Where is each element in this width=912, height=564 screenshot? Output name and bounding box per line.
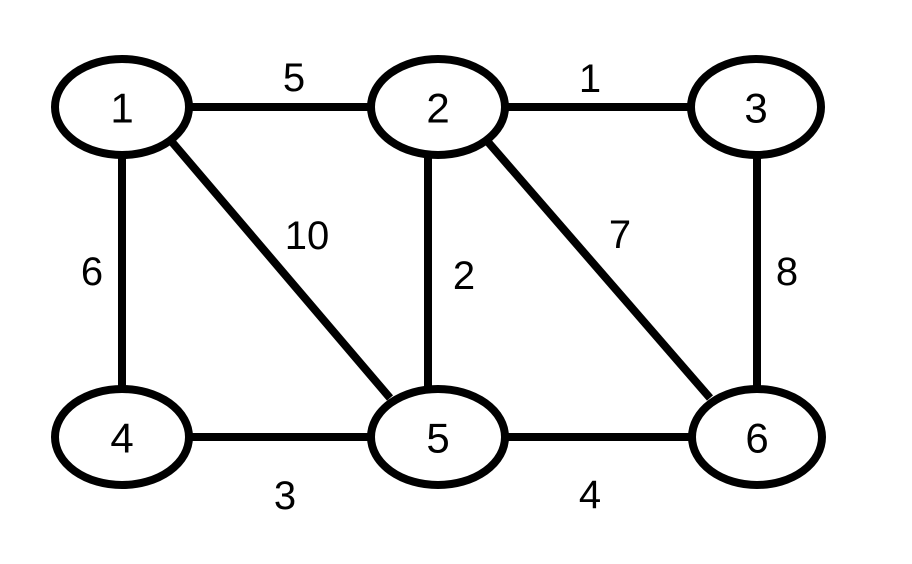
graph-node-1[interactable]: 1 xyxy=(51,55,193,159)
node-ellipse-3[interactable] xyxy=(687,55,825,159)
edge-weight-5-6: 4 xyxy=(579,473,601,517)
edge-weight-1-4: 6 xyxy=(81,250,103,294)
edge-weight-2-3: 1 xyxy=(579,57,601,101)
graph-node-6[interactable]: 6 xyxy=(688,385,826,489)
node-label-4: 4 xyxy=(110,415,133,462)
node-ellipse-5[interactable] xyxy=(367,385,509,489)
node-ellipse-6[interactable] xyxy=(688,385,826,489)
edge-weight-1-2: 5 xyxy=(283,56,305,100)
graph-node-5[interactable]: 5 xyxy=(367,385,509,489)
node-label-6: 6 xyxy=(745,415,768,462)
node-label-3: 3 xyxy=(744,85,767,132)
graph-node-2[interactable]: 2 xyxy=(367,55,509,159)
nodes-layer: 1 2 3 4 5 6 xyxy=(51,55,826,489)
edge-weight-3-6: 8 xyxy=(776,250,798,294)
edge-weight-1-5: 10 xyxy=(285,214,330,258)
node-ellipse-4[interactable] xyxy=(51,385,193,489)
node-label-1: 1 xyxy=(110,85,133,132)
graph-node-3[interactable]: 3 xyxy=(687,55,825,159)
graph-edge-1-5 xyxy=(168,139,394,401)
graph-edge-2-6 xyxy=(484,139,714,401)
node-ellipse-1[interactable] xyxy=(51,55,193,159)
graph-node-4[interactable]: 4 xyxy=(51,385,193,489)
node-label-5: 5 xyxy=(426,415,449,462)
edge-weights-layer: 5 1 6 10 2 7 8 3 4 xyxy=(81,56,798,518)
edge-weight-2-6: 7 xyxy=(609,213,631,257)
edges-layer xyxy=(118,103,761,441)
node-ellipse-2[interactable] xyxy=(367,55,509,159)
edge-weight-4-5: 3 xyxy=(274,474,296,518)
edge-weight-2-5: 2 xyxy=(453,254,475,298)
node-label-2: 2 xyxy=(426,85,449,132)
